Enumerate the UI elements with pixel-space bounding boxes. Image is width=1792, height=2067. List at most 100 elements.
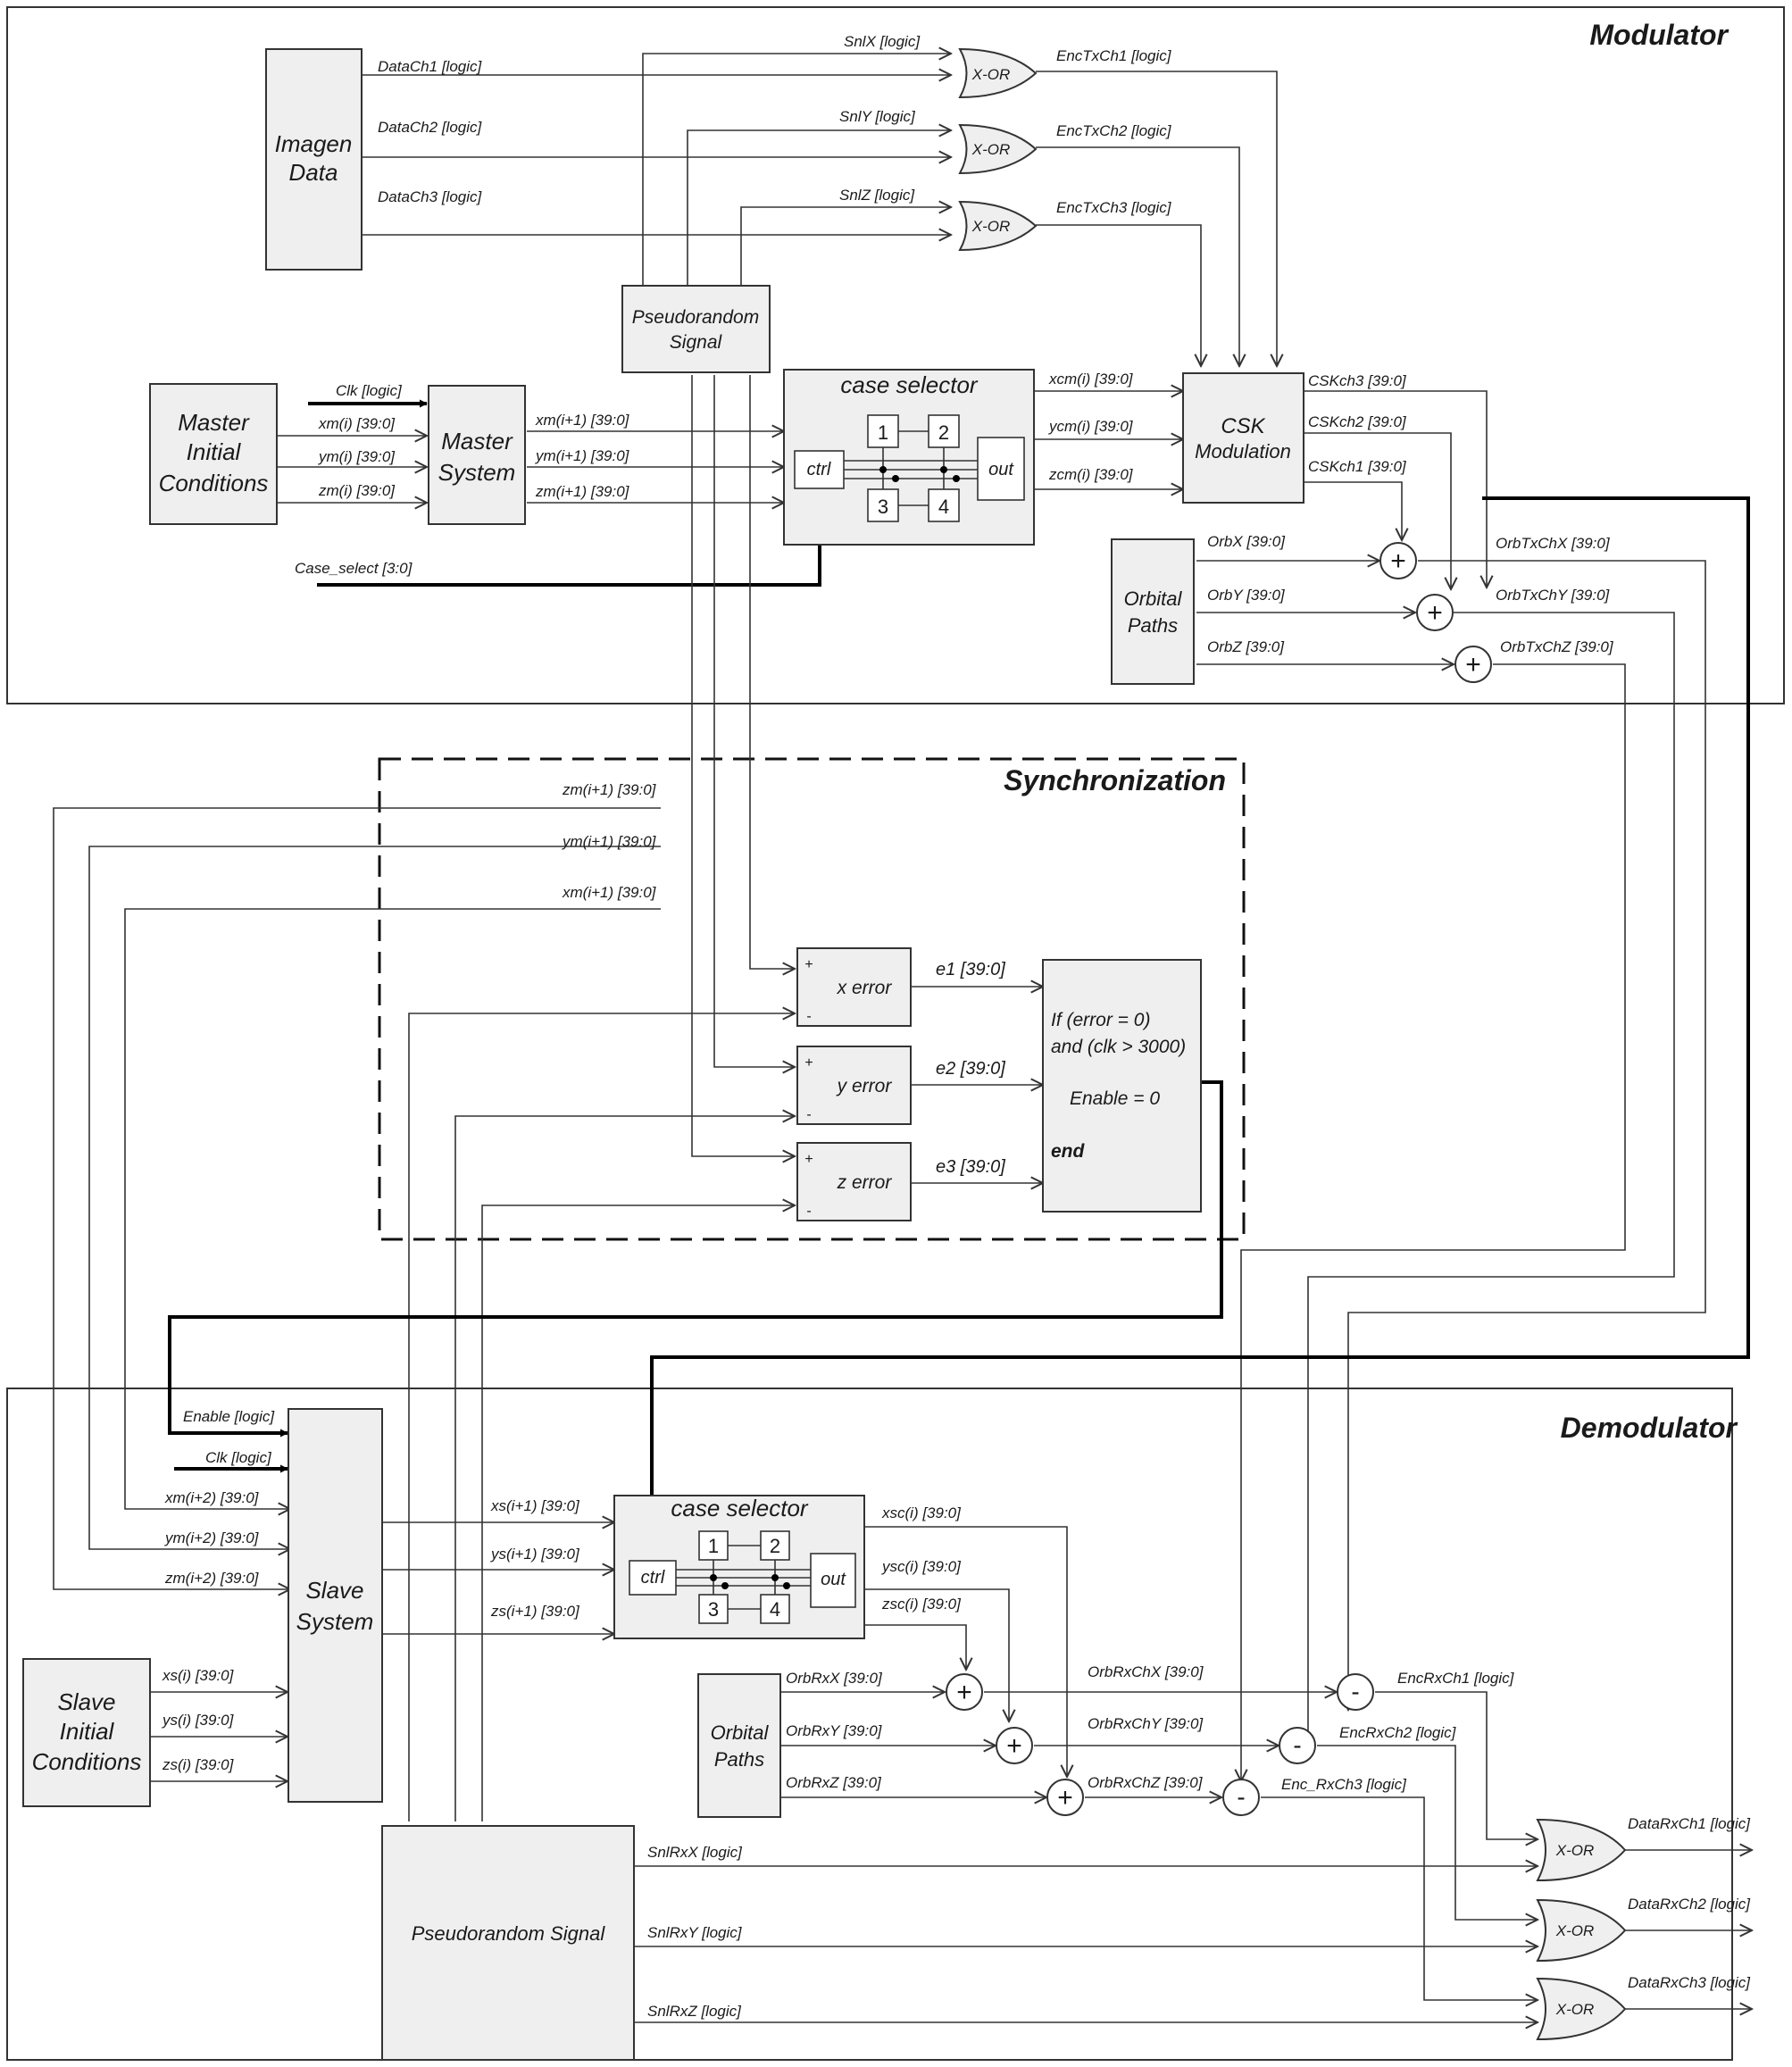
label-datarx-ch1: DataRxCh1 [logic] [1628,1815,1751,1832]
label-datarx-ch3: DataRxCh3 [logic] [1628,1974,1751,1991]
svg-text:-: - [806,1107,811,1122]
svg-text:Conditions: Conditions [32,1748,142,1775]
svg-text:Master: Master [441,428,513,454]
label-orbrx-y: OrbRxY [39:0] [786,1722,883,1739]
xor-gate-ch2: X-OR [958,123,1038,175]
svg-text:-: - [806,1009,811,1024]
master-initial-conditions-block: Master Initial Conditions [149,383,278,525]
label-snl-y: SnlY [logic] [839,108,916,125]
svg-text:Slave: Slave [305,1577,363,1604]
label-ym-i1: ym(i+1) [39:0] [535,447,630,464]
svg-text:+: + [1390,546,1406,576]
svg-text:X-OR: X-OR [971,218,1011,235]
label-snl-x: SnlX [logic] [844,33,921,50]
enable-condition-block: If (error = 0) and (clk > 3000) Enable =… [1042,959,1202,1213]
label-zs-i: zs(i) [39:0] [162,1756,235,1773]
label-data-ch1: DataCh1 [logic] [378,58,483,75]
label-xsc: xsc(i) [39:0] [881,1504,962,1521]
label-snlrx-y: SnlRxY [logic] [647,1924,743,1941]
svg-text:y error: y error [836,1076,893,1096]
label-ym-i1-sync: ym(i+1) [39:0] [562,833,657,850]
signal-labels: DataCh1 [logic] DataCh2 [logic] DataCh3 … [162,33,1751,2020]
label-xs-i: xs(i) [39:0] [162,1667,235,1684]
label-ym-i: ym(i) [39:0] [318,448,396,465]
subtractor-ch1: - [1337,1673,1374,1711]
svg-text:-: - [806,1204,811,1219]
imagen-data-block: Imagen Data [265,48,363,271]
label-xm-i: xm(i) [39:0] [318,415,396,432]
label-orbrx-z: OrbRxZ [39:0] [786,1774,882,1791]
label-xm-i1: xm(i+1) [39:0] [535,412,630,429]
label-snlrx-x: SnlRxX [logic] [647,1844,743,1861]
label-data-ch2: DataCh2 [logic] [378,119,483,136]
label-zm-i1: zm(i+1) [39:0] [535,483,630,500]
svg-text:ctrl: ctrl [807,460,831,479]
svg-text:Imagen: Imagen [275,130,353,157]
label-ys-i: ys(i) [39:0] [162,1712,235,1729]
label-snlrx-z: SnlRxZ [logic] [647,2003,742,2020]
label-zm-i1-sync: zm(i+1) [39:0] [562,781,657,798]
master-system-block: Master System [428,385,526,525]
label-ys-i1: ys(i+1) [39:0] [490,1546,580,1563]
label-clk-top: Clk [logic] [336,382,403,399]
label-encrx-ch3: Enc_RxCh3 [logic] [1281,1776,1407,1793]
svg-text:3: 3 [878,496,888,518]
label-enctx-ch2: EncTxCh2 [logic] [1056,122,1172,139]
svg-text:-: - [1351,1678,1359,1705]
svg-text:X-OR: X-OR [1555,2001,1595,2018]
label-orbrx-chz: OrbRxChZ [39:0] [1088,1774,1204,1791]
case-selector-block-top: case selector ctrl out 1 2 3 4 [783,369,1035,546]
svg-text:+: + [1057,1783,1073,1813]
label-orbrx-chy: OrbRxChY [39:0] [1088,1715,1204,1732]
synchronization-title: Synchronization [1004,764,1226,796]
svg-text:Conditions: Conditions [159,470,269,496]
demodulator-wires [150,1464,1752,2022]
modulator-wires [277,54,1750,1781]
label-encrx-ch2: EncRxCh2 [logic] [1339,1724,1457,1741]
svg-text:2: 2 [938,421,949,444]
adder-chz-top: + [1454,646,1492,683]
subtractor-ch3: - [1222,1779,1260,1816]
svg-text:Initial: Initial [60,1718,115,1745]
demodulator-title: Demodulator [1561,1412,1738,1444]
label-snl-z: SnlZ [logic] [839,187,915,204]
svg-text:out: out [988,460,1014,479]
svg-text:Initial: Initial [187,438,242,465]
case-selector-block-bottom: case selector ctrl out 1 2 3 4 [613,1495,865,1639]
svg-text:Signal: Signal [670,332,723,353]
label-csk-ch1: CSKch1 [39:0] [1308,458,1407,475]
svg-text:X-OR: X-OR [971,66,1011,83]
label-orbtx-chz: OrbTxChZ [39:0] [1500,638,1614,655]
label-ysc: ysc(i) [39:0] [881,1558,962,1575]
svg-text:X-OR: X-OR [1555,1842,1595,1859]
svg-text:Data: Data [289,159,338,186]
adder-chx-top: + [1379,542,1417,579]
label-enctx-ch3: EncTxCh3 [logic] [1056,199,1172,216]
label-orb-y: OrbY [39:0] [1207,587,1286,604]
svg-text:and (clk > 3000): and (clk > 3000) [1051,1037,1186,1057]
label-zs-i1: zs(i+1) [39:0] [490,1603,580,1620]
pseudorandom-signal-block-bottom: Pseudorandom Signal [381,1825,635,2061]
svg-text:4: 4 [770,1598,780,1621]
label-xs-i1: xs(i+1) [39:0] [490,1497,580,1514]
label-e2: e2 [39:0] [936,1059,1005,1079]
label-ycm: ycm(i) [39:0] [1048,418,1134,435]
xor-gate-rx-ch3: X-OR [1536,1977,1627,2041]
label-ym-i2: ym(i+2) [39:0] [164,1529,260,1546]
svg-text:+: + [804,1055,813,1071]
label-xcm: xcm(i) [39:0] [1048,371,1134,388]
z-error-block: z error + - [796,1142,912,1221]
label-encrx-ch1: EncRxCh1 [logic] [1397,1670,1515,1687]
label-orb-x: OrbX [39:0] [1207,533,1286,550]
label-clk-bottom: Clk [logic] [205,1449,272,1466]
label-csk-ch2: CSKch2 [39:0] [1308,413,1407,430]
label-e3: e3 [39:0] [936,1157,1005,1177]
svg-text:ctrl: ctrl [641,1568,665,1588]
svg-text:+: + [804,957,813,972]
label-orbrx-chx: OrbRxChX [39:0] [1088,1663,1204,1680]
label-orbtx-chx: OrbTxChX [39:0] [1496,535,1611,552]
svg-text:end: end [1051,1141,1086,1162]
svg-text:-: - [1237,1783,1245,1811]
label-datarx-ch2: DataRxCh2 [logic] [1628,1896,1751,1913]
label-data-ch3: DataCh3 [logic] [378,188,483,205]
